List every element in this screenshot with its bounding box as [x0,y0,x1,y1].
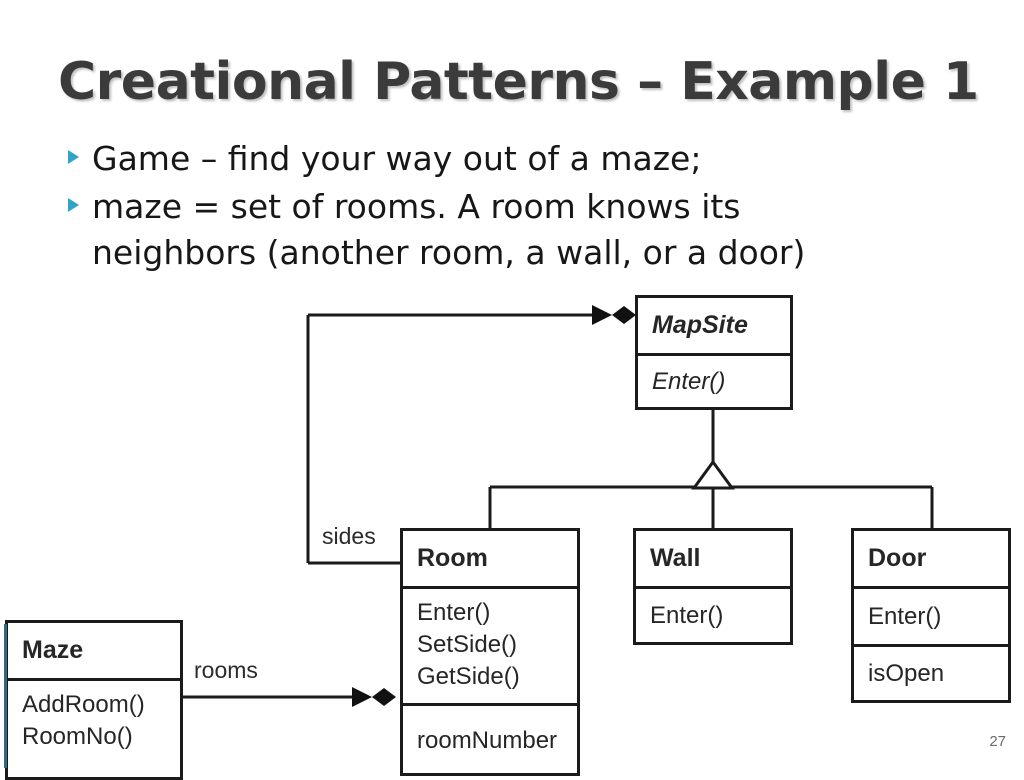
class-attribute-room-roomnumber: roomNumber [403,703,577,776]
association-label-rooms: rooms [194,657,258,683]
class-operation-room-enter: Enter() [417,599,491,626]
class-name-door: Door [868,544,927,572]
class-operation-mapsite-enter: Enter() [638,353,790,407]
class-name-mapsite: MapSite [652,311,748,339]
generalization-triangle-icon [691,459,735,490]
class-operation-wall-enter: Enter() [636,586,790,642]
association-label-sides: sides [322,523,376,549]
sides-diamond-icon [612,306,636,324]
bullet-text: Game – find your way out of a maze; [92,139,702,178]
page-title: Creational Patterns – Example 1 [58,52,979,112]
class-name-maze: Maze [22,636,84,664]
bullet-list: Game – find your way out of a maze; maze… [62,136,962,278]
rooms-diamond-icon [372,688,396,706]
image-edge-stripe [4,624,7,768]
uml-class-mapsite[interactable]: MapSite Enter() [635,295,793,410]
uml-class-room[interactable]: Room Enter() SetSide() GetSide() roomNum… [400,528,580,776]
list-item: maze = set of rooms. A room knows its ne… [62,184,962,276]
bullet-triangle-icon [62,184,92,212]
page-number: 27 [989,733,1006,750]
class-name-wall: Wall [650,544,701,572]
bullet-text: maze = set of rooms. A room knows its ne… [92,187,806,272]
class-operation-maze-addroom: AddRoom() [22,691,145,718]
class-attribute-door-isopen: isOpen [854,644,1008,700]
class-operations-maze: AddRoom() RoomNo() [8,678,180,780]
class-operation-room-setside: SetSide() [417,631,518,658]
uml-class-door[interactable]: Door Enter() isOpen [851,528,1011,703]
class-operations-room: Enter() SetSide() GetSide() [403,586,577,703]
list-item: Game – find your way out of a maze; [62,136,962,182]
uml-class-maze[interactable]: Maze AddRoom() RoomNo() [5,620,183,780]
class-name-room: Room [417,544,488,572]
bullet-triangle-icon [62,136,92,164]
class-operation-maze-roomno: RoomNo() [22,723,133,750]
class-operation-door-enter: Enter() [854,586,1008,644]
uml-class-wall[interactable]: Wall Enter() [633,528,793,645]
class-operation-room-getside: GetSide() [417,663,520,690]
sides-arrowhead-icon [592,305,612,325]
rooms-arrowhead-icon [352,687,372,707]
